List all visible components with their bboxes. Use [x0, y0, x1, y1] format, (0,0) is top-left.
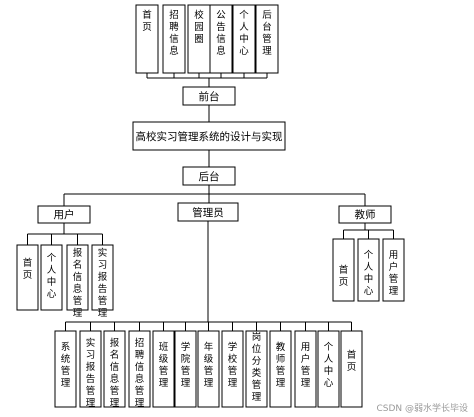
- role-teacher: 教师: [338, 205, 392, 224]
- admin-child-users: 用户管理: [294, 330, 317, 408]
- back-label: 后台: [199, 170, 220, 183]
- top-node-label: 招聘信息: [169, 9, 179, 57]
- top-node-notice: 公告信息: [209, 4, 233, 74]
- admin-child-recruitment: 招聘信息管理: [128, 330, 151, 409]
- admin-child-grade: 年级管理: [197, 330, 220, 408]
- admin-child-personal: 个人中心: [317, 330, 340, 408]
- root-node: 高校实习管理系统的设计与实现: [132, 121, 286, 151]
- admin-child-label: 年级管理: [204, 341, 214, 389]
- admin-child-home: 首页: [340, 330, 363, 408]
- role-user-label: 用户: [54, 208, 75, 221]
- admin-child-label: 报名信息管理: [110, 337, 120, 409]
- admin-child-label: 首页: [347, 349, 357, 373]
- user-child-signup: 报名信息管理: [66, 244, 89, 319]
- user-child-personal: 个人中心: [40, 244, 63, 311]
- admin-child-school: 学校管理: [221, 330, 244, 408]
- role-user: 用户: [37, 205, 91, 224]
- teacher-child-label: 用户管理: [389, 250, 399, 297]
- top-node-label: 公告信息: [216, 10, 226, 57]
- top-node-label: 校园圈: [194, 9, 204, 45]
- top-node-label: 个人中心: [239, 10, 249, 57]
- user-child-home: 首页: [16, 244, 39, 311]
- teacher-child-personal: 个人中心: [357, 238, 380, 302]
- role-teacher-label: 教师: [355, 208, 376, 221]
- admin-child-label: 系统管理: [61, 342, 71, 389]
- admin-child-college: 学院管理: [174, 330, 197, 408]
- admin-child-label: 学校管理: [228, 341, 238, 389]
- admin-child-label: 教师管理: [276, 341, 286, 389]
- connector-lines: [27, 73, 394, 331]
- admin-child-position: 岗位分类管理: [245, 330, 268, 408]
- top-node-label: 后台管理: [262, 10, 272, 57]
- admin-child-label: 招聘信息管理: [135, 337, 145, 409]
- user-child-label: 报名信息管理: [73, 247, 83, 319]
- admin-child-label: 学院管理: [181, 341, 191, 389]
- admin-child-report: 实习报告管理: [79, 330, 102, 409]
- teacher-child-label: 个人中心: [364, 250, 374, 297]
- user-child-label: 实习报告管理: [98, 247, 108, 319]
- top-node-home: 首页: [135, 4, 159, 74]
- admin-child-label: 个人中心: [324, 342, 334, 389]
- role-admin-label: 管理员: [192, 206, 224, 219]
- admin-child-label: 实习报告管理: [86, 337, 96, 409]
- role-admin: 管理员: [177, 202, 239, 222]
- admin-child-teacher: 教师管理: [269, 330, 292, 408]
- root-label: 高校实习管理系统的设计与实现: [136, 130, 283, 143]
- top-node-personal: 个人中心: [232, 4, 256, 74]
- admin-child-signup: 报名信息管理: [103, 330, 126, 409]
- admin-child-class: 班级管理: [152, 330, 175, 408]
- admin-child-system: 系统管理: [54, 330, 77, 408]
- teacher-child-label: 首页: [339, 264, 349, 288]
- top-node-campus: 校园圈: [187, 4, 211, 74]
- user-child-report: 实习报告管理: [91, 244, 114, 319]
- watermark: CSDN @弱水学长毕设: [376, 404, 468, 414]
- user-child-label: 个人中心: [47, 253, 57, 300]
- top-node-recruitment: 招聘信息: [162, 4, 186, 74]
- admin-child-label: 班级管理: [159, 341, 169, 389]
- back-node: 后台: [182, 166, 236, 186]
- admin-child-label: 岗位分类管理: [252, 332, 262, 403]
- teacher-child-home: 首页: [332, 238, 355, 302]
- top-node-label: 首页: [142, 9, 152, 33]
- user-child-label: 首页: [23, 257, 33, 281]
- admin-child-label: 用户管理: [301, 342, 311, 389]
- top-node-backend: 后台管理: [255, 4, 279, 74]
- front-label: 前台: [199, 90, 220, 103]
- teacher-child-users: 用户管理: [382, 238, 405, 302]
- front-node: 前台: [182, 86, 236, 106]
